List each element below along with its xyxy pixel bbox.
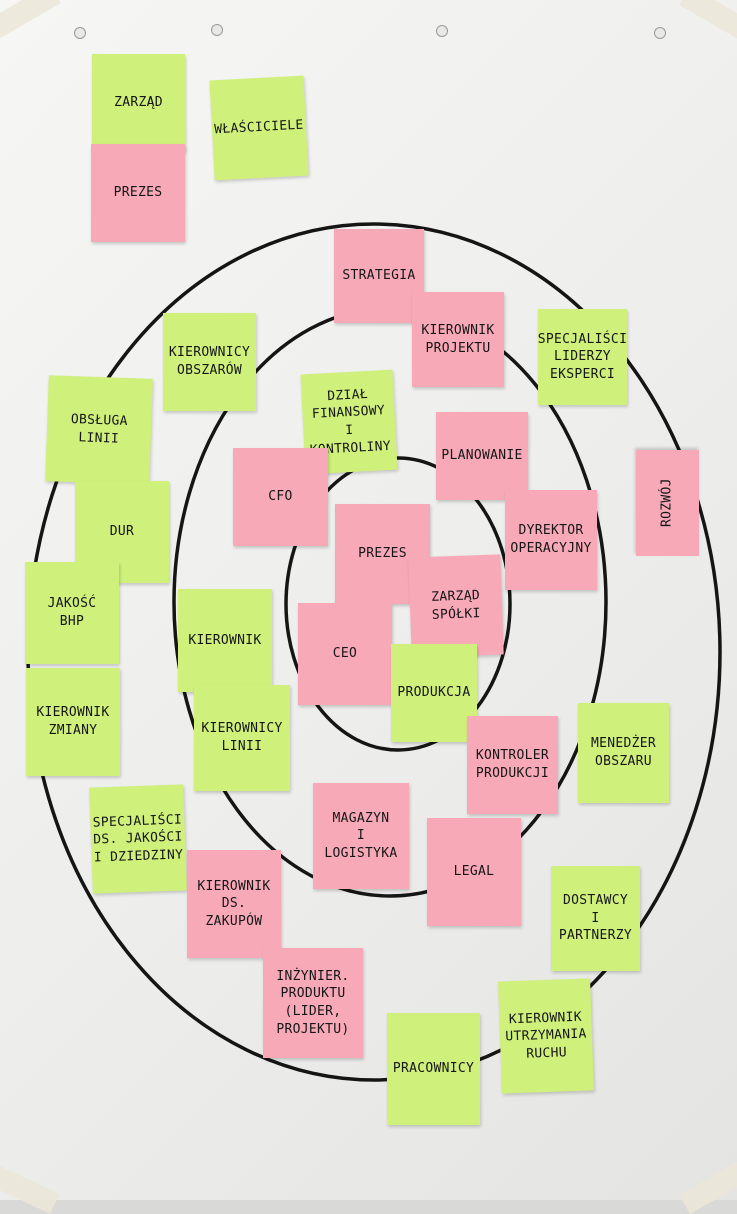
punch-hole: [436, 25, 448, 37]
note-menedzer-obszaru: Menedżer obszaru: [578, 703, 669, 803]
punch-hole: [74, 27, 86, 39]
note-zarzad: Zarząd: [92, 54, 185, 152]
note-kierownik-zakupow: Kierownik ds. zakupów: [187, 850, 281, 958]
note-produkcja: Produkcja: [391, 644, 477, 742]
note-magazyn-logistyka: Magazyn i logistyka: [313, 783, 409, 889]
note-kierownik-zmiany: Kierownik zmiany: [26, 668, 120, 776]
note-obsluga-linii: Obsługa linii: [45, 375, 153, 485]
note-specjalisci-jakosci: Specjaliści ds. jakości i dziedziny: [89, 784, 187, 894]
note-dyrektor-operacyjny: Dyrektor operacyjny: [505, 490, 597, 590]
note-ceo: CEO: [298, 603, 392, 705]
note-specjalisci-liderzy: Specjaliści liderzy eksperci: [538, 309, 627, 405]
inner-ring: [284, 456, 512, 752]
note-inzynier-produktu: Inżynier. Produktu (lider, projektu): [263, 948, 363, 1058]
note-rozwoj: Rozwój: [636, 450, 699, 556]
note-kontroler-produkcji: Kontroler produkcji: [467, 716, 558, 814]
note-wlasciciele: Właściciele: [209, 75, 309, 181]
punch-hole: [654, 27, 666, 39]
note-kierownik: Kierownik: [178, 589, 272, 692]
note-dostawcy-partnerzy: Dostawcy i partnerzy: [551, 866, 640, 971]
note-kierownicy-linii: Kierownicy linii: [194, 685, 290, 791]
note-prezes-top: Prezes: [91, 144, 185, 242]
note-planowanie: Planowanie: [436, 412, 528, 500]
note-jakosc-bhp: Jakość BHP: [25, 562, 119, 664]
note-strategia: Strategia: [334, 229, 424, 323]
note-legal: Legal: [427, 818, 521, 926]
note-cfo: CFO: [233, 448, 328, 546]
punch-hole: [211, 24, 223, 36]
note-pracownicy: Pracownicy: [387, 1013, 480, 1125]
note-kierownik-projektu: Kierownik projektu: [412, 292, 504, 387]
note-zarzad-spolki: Zarząd spółki: [408, 554, 504, 658]
note-kierownicy-obszarow: Kierownicy obszarów: [163, 313, 256, 411]
note-kierownik-utrzymania: Kierownik utrzymania ruchu: [498, 978, 594, 1094]
